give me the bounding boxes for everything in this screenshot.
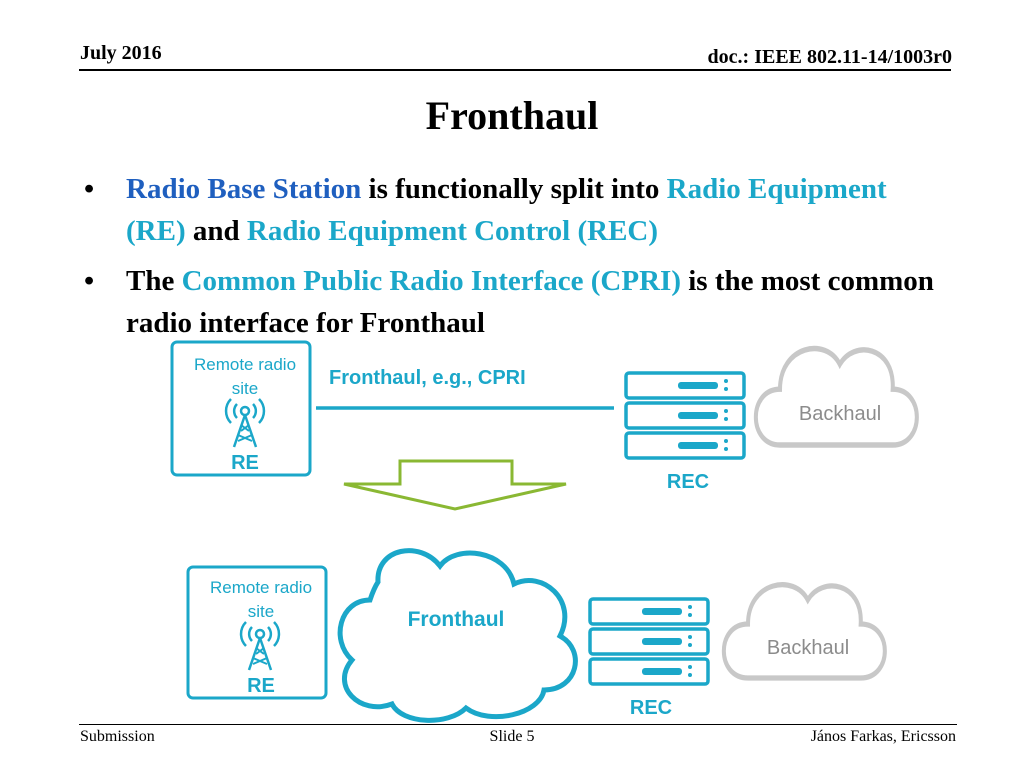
bottom-backhaul-cloud-icon (724, 585, 885, 678)
bullet-text: is functionally split into (361, 173, 667, 205)
term-cpri: Common Public Radio Interface (CPRI) (181, 265, 681, 297)
re-label: RE (247, 675, 275, 697)
footer-divider (79, 724, 957, 725)
site-box (186, 565, 328, 700)
term-radio-equipment: Radio Equipment (RE) (126, 173, 887, 247)
site-box (170, 340, 312, 477)
top-rec-server-icon (624, 371, 746, 460)
slide-title: Fronthaul (425, 93, 599, 138)
fronthaul-cloud-label: Fronthaul (408, 608, 505, 631)
top-remote-radio-site: Remote radio site RE (170, 340, 312, 477)
backhaul-label: Backhaul (767, 637, 849, 659)
site-label: site (232, 379, 258, 398)
term-radio-equipment-control: Radio Equipment Control (REC) (246, 215, 659, 247)
bottom-remote-radio-site: Remote radio site RE (186, 565, 328, 700)
footer-slide-number: Slide 5 (489, 728, 535, 745)
top-backhaul-cloud-icon (756, 349, 917, 445)
bullet-text: and (185, 215, 247, 247)
fronthaul-cloud-icon (337, 548, 578, 723)
antenna-tower-icon (239, 620, 281, 672)
fronthaul-link-label: Fronthaul, e.g., CPRI (329, 367, 526, 389)
site-label: Remote radio (194, 355, 296, 374)
bottom-rec-server-icon (588, 597, 710, 686)
rec-label: REC (667, 471, 709, 493)
bullet-text: The (126, 265, 182, 297)
footer-submission: Submission (80, 728, 155, 745)
header-divider (79, 69, 951, 71)
header-doc-id: doc.: IEEE 802.11-14/1003r0 (707, 46, 952, 68)
rec-label: REC (630, 697, 672, 719)
bullet-dot: • (84, 265, 95, 297)
site-label: site (248, 602, 274, 621)
bullet-dot: • (84, 173, 95, 205)
re-label: RE (231, 452, 259, 474)
transition-arrow-icon (343, 459, 567, 511)
footer-author: János Farkas, Ericsson (810, 728, 956, 745)
bullet-item: • Radio Base Station is functionally spl… (84, 168, 944, 252)
bullet-item: • The Common Public Radio Interface (CPR… (84, 260, 944, 344)
bullet-list: • Radio Base Station is functionally spl… (84, 168, 944, 352)
site-label: Remote radio (210, 578, 312, 597)
term-radio-base-station: Radio Base Station (126, 173, 362, 205)
header-date: July 2016 (80, 42, 162, 64)
antenna-tower-icon (224, 397, 266, 449)
bullet-text: is the most common radio interface for F… (126, 265, 934, 339)
backhaul-label: Backhaul (799, 403, 881, 425)
